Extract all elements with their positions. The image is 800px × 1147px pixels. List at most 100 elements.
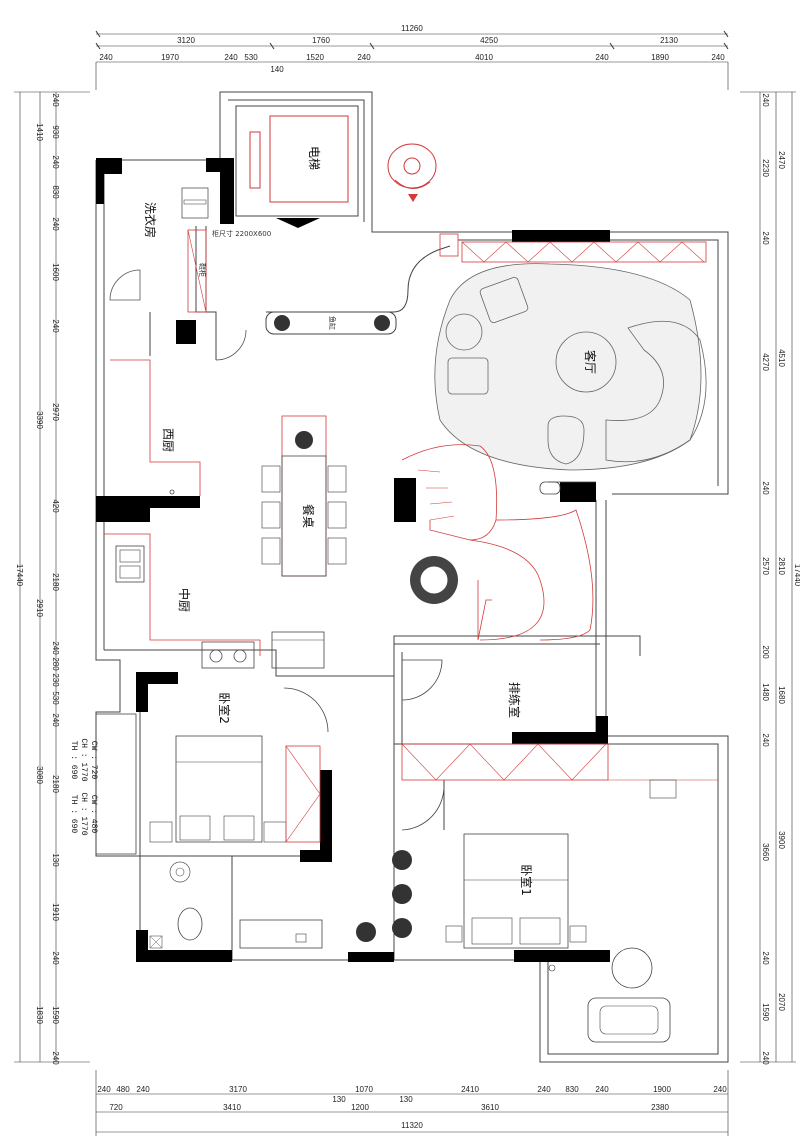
dim-label: 240 bbox=[537, 1085, 551, 1094]
dim-label: 4010 bbox=[475, 53, 493, 62]
nightstand bbox=[149, 821, 173, 843]
dim-label: 1970 bbox=[161, 53, 179, 62]
right-dimensions bbox=[740, 91, 796, 1063]
dim-label: 240 bbox=[357, 53, 371, 62]
dim-label: 130 bbox=[332, 1095, 346, 1104]
door-swing-icon bbox=[215, 329, 247, 361]
pillow-icon bbox=[519, 917, 561, 945]
dim-label: 240 bbox=[136, 1085, 150, 1094]
bottom-total-dim: 11320 bbox=[401, 1121, 423, 1130]
top-total-dim: 11260 bbox=[401, 24, 423, 33]
dim-label: 2970 bbox=[51, 403, 60, 421]
nightstand bbox=[445, 925, 463, 943]
wall-column bbox=[136, 950, 232, 962]
dim-label: 3410 bbox=[223, 1103, 241, 1112]
wall-column bbox=[394, 478, 416, 522]
dim-label: 2410 bbox=[461, 1085, 479, 1094]
dim-label: 830 bbox=[565, 1085, 579, 1094]
dim-label: 1480 bbox=[761, 683, 770, 701]
dim-label: 3120 bbox=[177, 36, 195, 45]
dim-label: 240 bbox=[761, 231, 770, 245]
bedroom2-label: 卧室2 bbox=[217, 692, 232, 724]
shower-icon bbox=[169, 861, 191, 883]
wall-column bbox=[150, 496, 200, 508]
cabinet-spec-2: CW : 720 CH : 1770 TH : 690 bbox=[69, 738, 98, 781]
dim-label: 1890 bbox=[651, 53, 669, 62]
wall-column bbox=[596, 716, 608, 744]
wall-column bbox=[206, 158, 220, 172]
dim-label: 4270 bbox=[761, 353, 770, 371]
dim-label: 1590 bbox=[51, 1006, 60, 1024]
cabinet-spec-text: CW : 480 bbox=[89, 795, 98, 834]
living-label: 客厅 bbox=[583, 350, 598, 374]
dim-label: 240 bbox=[51, 319, 60, 333]
living-room: 客厅 bbox=[434, 233, 707, 495]
dim-label: 130 bbox=[51, 853, 60, 867]
basin-icon bbox=[295, 933, 307, 943]
wall-column bbox=[136, 672, 178, 684]
left-total-dim: 17440 bbox=[15, 564, 24, 587]
dim-label: 17440 bbox=[793, 564, 800, 587]
staircase bbox=[401, 444, 594, 641]
top-row1-dims: 3120 1760 4250 2130 bbox=[177, 36, 678, 45]
laundry-label: 洗衣房 bbox=[143, 202, 158, 238]
wall-column bbox=[220, 158, 234, 224]
dim-label: 480 bbox=[116, 1085, 130, 1094]
dim-label: 17440 bbox=[15, 564, 24, 587]
dim-label: 1910 bbox=[51, 903, 60, 921]
dim-label: 830 bbox=[51, 185, 60, 199]
plant-icon bbox=[374, 315, 390, 331]
bed-icon bbox=[463, 833, 569, 949]
dim-label: 240 bbox=[595, 53, 609, 62]
dim-label: 1070 bbox=[355, 1085, 373, 1094]
fish-tank: 鱼缸 bbox=[265, 245, 451, 335]
wall-column bbox=[512, 230, 610, 242]
dining-area: 餐桌 bbox=[261, 415, 347, 577]
dim-label: 2130 bbox=[660, 36, 678, 45]
dim-label: 240 bbox=[224, 53, 238, 62]
dim-label: 240 bbox=[761, 93, 770, 107]
plant-icon bbox=[274, 315, 290, 331]
right-total-dim: 17440 bbox=[793, 564, 800, 587]
dim-label: 240 bbox=[51, 1051, 60, 1065]
bedroom-2: 卧室2 bbox=[95, 687, 329, 855]
pillow-icon bbox=[471, 917, 513, 945]
chinese-kitchen: 中厨 bbox=[104, 533, 325, 669]
bottom-row2-dims: 720 3410 1200 3610 2380 bbox=[109, 1103, 669, 1112]
dim-label: 4250 bbox=[480, 36, 498, 45]
shoe-cabinet-label: 鞋柜 bbox=[198, 263, 207, 277]
dim-label: 240 bbox=[711, 53, 725, 62]
person-icon bbox=[387, 143, 437, 202]
dim-label: 530 bbox=[244, 53, 258, 62]
door-swing-icon bbox=[109, 269, 141, 301]
stove-icon bbox=[201, 641, 255, 669]
round-table bbox=[611, 947, 653, 989]
wall-column bbox=[300, 850, 332, 862]
dining-chair bbox=[327, 465, 347, 493]
dim-label: 240 bbox=[51, 155, 60, 169]
side-table bbox=[445, 313, 483, 351]
dim-label: 3660 bbox=[761, 843, 770, 861]
dim-label: 1900 bbox=[653, 1085, 671, 1094]
bedroom-1: 卧室1 bbox=[401, 785, 671, 1043]
rehearsal-room: 排练室 bbox=[401, 659, 718, 799]
dim-label: 3610 bbox=[481, 1103, 499, 1112]
dim-label: 2470 bbox=[777, 151, 786, 169]
wall-column bbox=[96, 174, 104, 204]
dim-label: 200 bbox=[761, 645, 770, 659]
dim-label: 240 bbox=[51, 641, 60, 655]
plant-icon bbox=[392, 918, 412, 938]
curved-sofa bbox=[605, 320, 707, 463]
rehearsal-label: 排练室 bbox=[507, 682, 522, 718]
wall-column bbox=[348, 952, 394, 962]
dining-chair bbox=[327, 537, 347, 565]
dim-label: 2810 bbox=[777, 557, 786, 575]
plant-icon bbox=[295, 431, 313, 449]
dim-label: 240 bbox=[761, 951, 770, 965]
dim-label: 3390 bbox=[35, 411, 44, 429]
armchair-icon bbox=[479, 276, 529, 324]
bedroom1-label: 卧室1 bbox=[519, 864, 534, 896]
wall-column bbox=[96, 158, 122, 174]
dim-label: 930 bbox=[51, 125, 60, 139]
dim-label: 2910 bbox=[35, 599, 44, 617]
